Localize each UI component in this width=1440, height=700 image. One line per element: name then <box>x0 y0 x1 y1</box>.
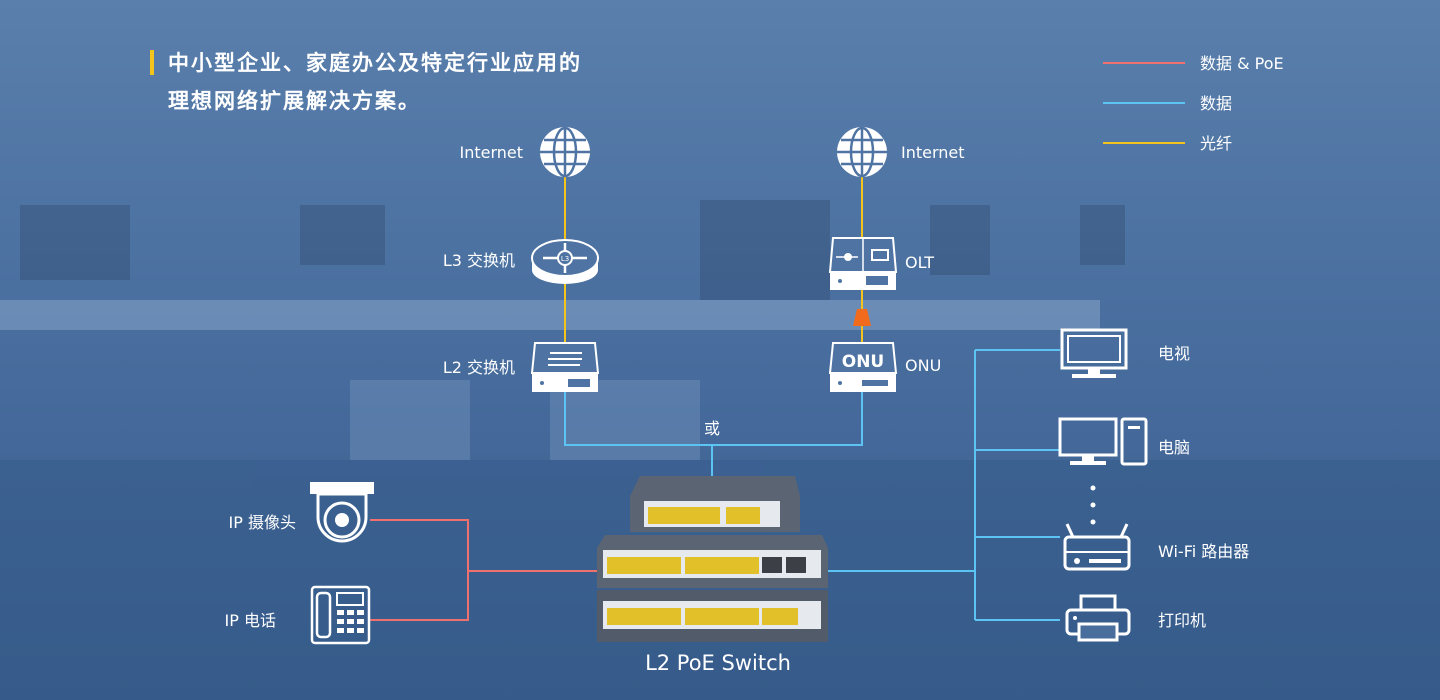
legend-label-poe: 数据 & PoE <box>1200 54 1284 73</box>
globe-icon <box>837 126 887 178</box>
poe-switch-small <box>630 476 800 532</box>
pc-label: 电脑 <box>1158 438 1190 457</box>
l3-icon-text: L3 <box>561 255 569 263</box>
legend-label-fiber: 光纤 <box>1200 134 1232 153</box>
onu-label: ONU <box>905 356 941 375</box>
data-line-uplink <box>564 392 863 446</box>
ip-camera-label: IP 摄像头 <box>229 513 296 532</box>
internet-label-right: Internet <box>901 143 965 162</box>
wifi-router-icon <box>1063 523 1131 571</box>
poe-switch-label: L2 PoE Switch <box>645 651 791 675</box>
olt-label: OLT <box>905 253 934 272</box>
ip-phone-icon <box>310 585 371 645</box>
poe-switch-large <box>597 590 828 642</box>
tv-label: 电视 <box>1158 344 1190 363</box>
poe-switch-stack <box>597 476 828 642</box>
legend-label-data: 数据 <box>1200 94 1232 113</box>
l2-switch-icon <box>530 342 600 392</box>
page-title-line1: 中小型企业、家庭办公及特定行业应用的 <box>168 51 582 75</box>
wifi-router-label: Wi-Fi 路由器 <box>1158 542 1249 561</box>
poe-switch-medium <box>597 535 828 588</box>
or-label: 或 <box>704 419 720 438</box>
onu-icon-text: ONU <box>842 352 884 372</box>
printer-icon <box>1065 594 1131 642</box>
globe-icon <box>540 126 590 178</box>
ip-camera-icon <box>310 482 374 543</box>
tv-icon <box>1060 328 1128 378</box>
olt-icon <box>828 237 898 290</box>
ip-phone-label: IP 电话 <box>225 611 276 630</box>
internet-label-left: Internet <box>459 143 523 162</box>
legend: 数据 & PoE 数据 光纤 <box>1103 54 1284 153</box>
l3-switch-icon: L3 <box>531 239 599 284</box>
pc-icon <box>1058 417 1148 466</box>
more-devices-ellipsis-icon <box>1090 485 1096 525</box>
page-title-line2: 理想网络扩展解决方案。 <box>168 89 421 113</box>
onu-icon: ONU <box>828 342 898 392</box>
printer-label: 打印机 <box>1158 611 1206 630</box>
l2-switch-label: L2 交换机 <box>443 358 515 377</box>
optical-splitter-icon <box>853 309 871 326</box>
title-accent-bar <box>150 50 154 75</box>
l3-switch-label: L3 交换机 <box>443 251 515 270</box>
